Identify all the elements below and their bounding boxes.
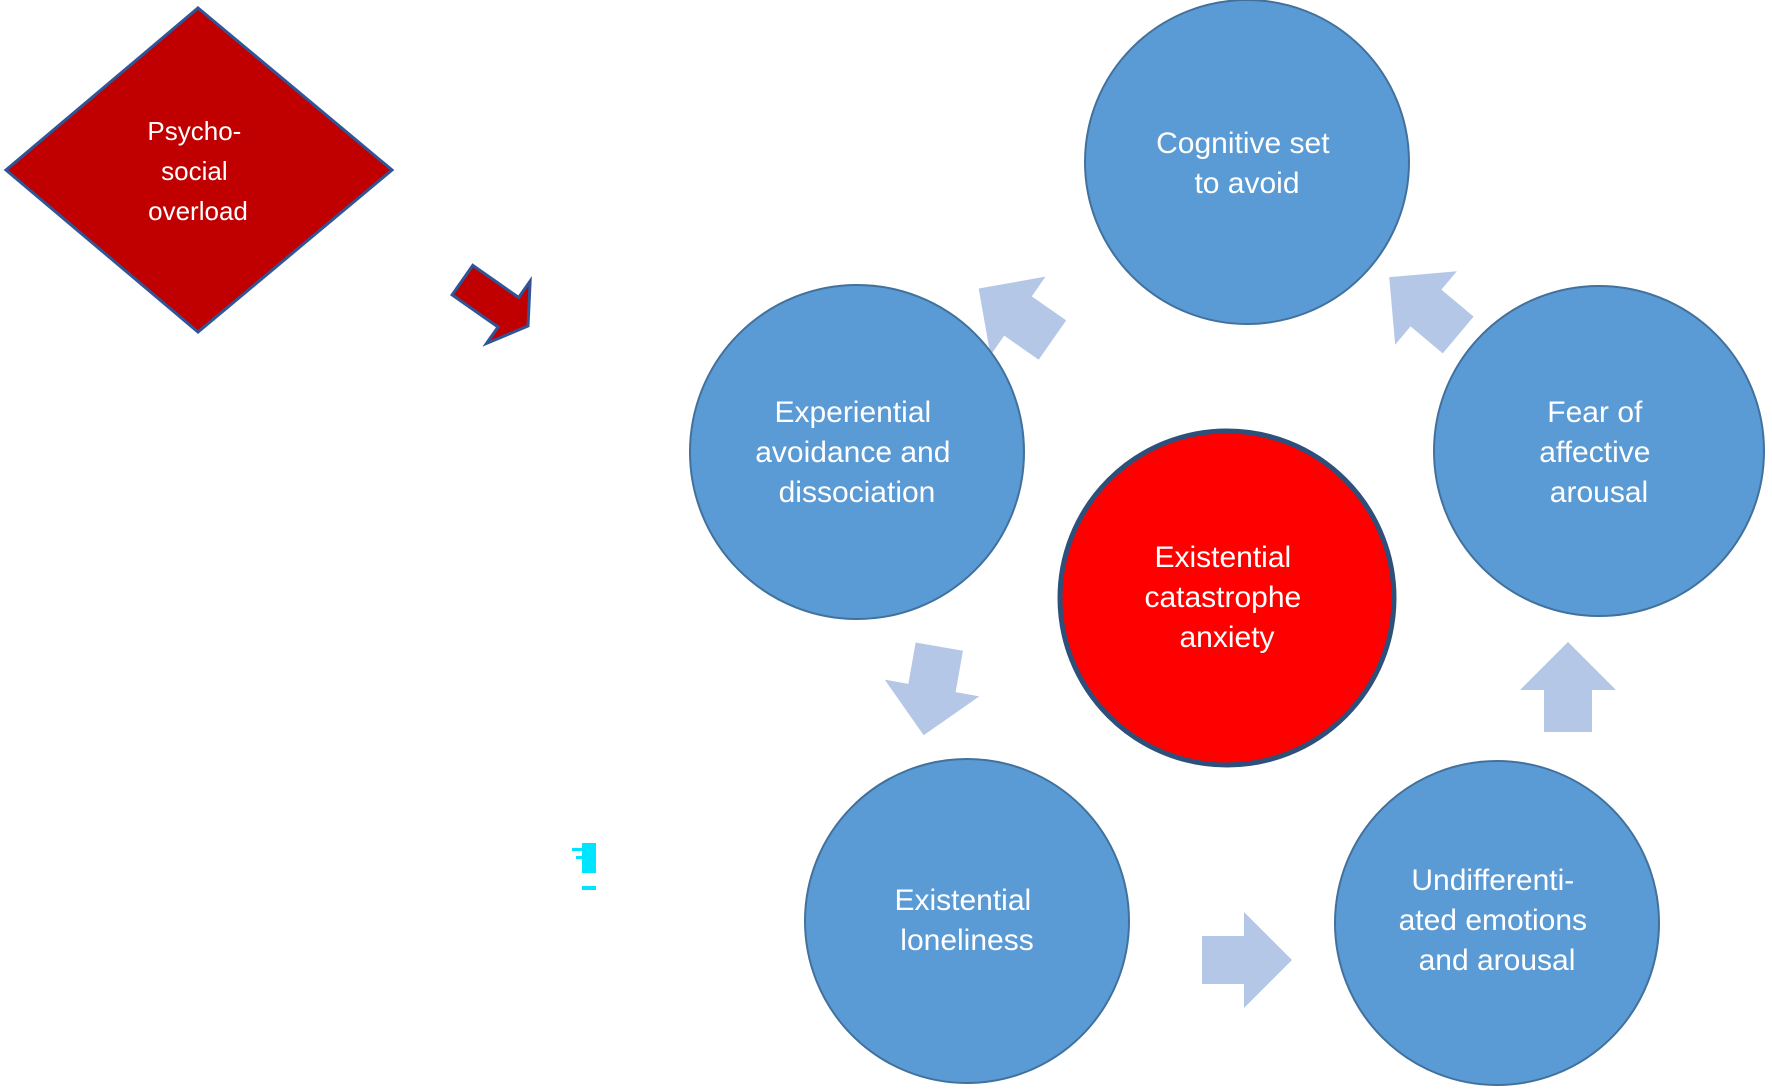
node-cognitive-set-label: Cognitive set to avoid	[1156, 127, 1338, 200]
center-line-1: Existential	[1154, 541, 1291, 574]
node-fear-line-2: affective	[1539, 436, 1650, 469]
diamond-line-3: overload	[148, 196, 248, 226]
node-fear-line-3: arousal	[1550, 476, 1648, 509]
node-experiential-avoidance: Experiential avoidance and dissociation	[689, 284, 1025, 620]
node-cognitive-set: Cognitive set to avoid	[1084, 0, 1410, 325]
node-fear-of-arousal-label: Fear of affective arousal	[1539, 396, 1659, 509]
node-cognitive-set-line-1: Cognitive set	[1156, 127, 1330, 160]
node-undiff-line-2: ated emotions	[1399, 904, 1587, 937]
diamond-label: Psycho- social overload	[147, 116, 248, 226]
node-undifferentiated-label: Undifferenti- ated emotions and arousal	[1399, 864, 1596, 977]
node-loneliness-line-1: Existential	[894, 884, 1031, 917]
arrow-experiential-to-loneliness	[884, 642, 980, 736]
node-fear-of-arousal: Fear of affective arousal	[1433, 285, 1765, 617]
node-fear-line-1: Fear of	[1547, 396, 1643, 429]
node-cognitive-set-line-2: to avoid	[1194, 167, 1299, 200]
node-undifferentiated-emotions: Undifferenti- ated emotions and arousal	[1334, 760, 1660, 1086]
node-undiff-line-3: and arousal	[1419, 944, 1576, 977]
node-experiential-line-1: Experiential	[774, 396, 931, 429]
node-experiential-line-3: dissociation	[779, 476, 936, 509]
center-label: Existential catastrophe anxiety	[1144, 541, 1309, 654]
node-existential-catastrophe-anxiety: Existential catastrophe anxiety	[1057, 428, 1397, 768]
center-line-2: catastrophe	[1144, 581, 1301, 614]
arrow-cognitive-to-experiential	[978, 276, 1067, 360]
diamond-line-2: social	[161, 156, 227, 186]
node-experiential-line-2: avoidance and	[755, 436, 950, 469]
center-line-3: anxiety	[1179, 621, 1274, 654]
node-loneliness-line-2: loneliness	[900, 924, 1033, 957]
diamond-line-1: Psycho-	[147, 116, 241, 146]
node-experiential-label: Experiential avoidance and dissociation	[755, 396, 959, 509]
node-existential-loneliness: Existential loneliness	[804, 758, 1130, 1084]
psychosocial-overload-diamond: Psycho- social overload	[3, 6, 395, 334]
node-undiff-line-1: Undifferenti-	[1411, 864, 1574, 897]
entry-arrow	[450, 263, 532, 347]
arrow-loneliness-to-undiff	[1202, 912, 1292, 1008]
node-loneliness-label: Existential loneliness	[894, 884, 1039, 957]
arrow-undiff-to-fear	[1520, 642, 1616, 732]
cyan-artifact-mark	[572, 843, 596, 890]
arrow-fear-to-cognitive	[1389, 271, 1474, 354]
